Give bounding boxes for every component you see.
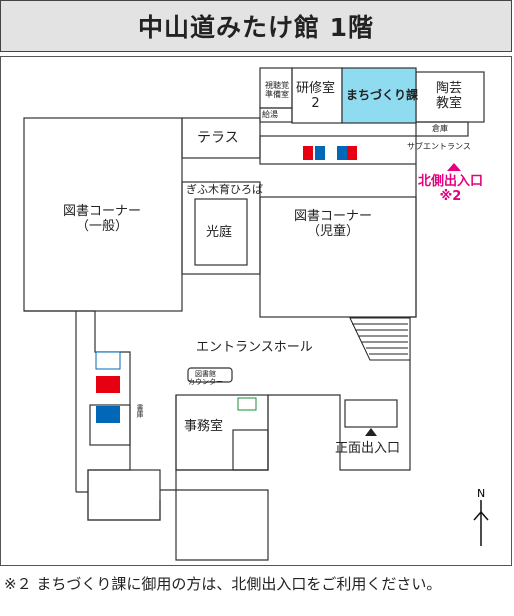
footnote: ※２ まちづくり課に御用の方は、北側出入口をご利用ください。: [4, 575, 442, 593]
room-machizukuri: [341, 67, 417, 124]
wall-south-mid: [160, 470, 269, 561]
main-entrance-label: 正面出入口: [335, 441, 401, 456]
kyuto-label: 給湯: [262, 110, 278, 119]
wall-east: [409, 164, 417, 400]
room-counter: [187, 367, 233, 383]
terrace-label: テラス: [197, 130, 239, 146]
courtyard-label: 光庭: [206, 225, 233, 240]
north-arrow-icon: [473, 500, 489, 546]
office-label: 事務室: [184, 419, 224, 434]
wall-west: [24, 310, 77, 492]
wall-south-east: [268, 394, 411, 471]
toilet-icons-north: [303, 146, 357, 160]
library-children-label: 図書コーナー（児童）: [294, 209, 373, 239]
room-entrance-vestibule: [344, 399, 398, 428]
library-counter-label: 図書館カウンター: [188, 370, 223, 387]
wood-plaza-label: ぎふ木育ひろば: [186, 183, 263, 196]
entrance-arrow-icon: [365, 428, 377, 436]
north-entrance-arrow-icon: [447, 163, 461, 171]
machizukuri-label: まちづくり課: [346, 88, 419, 102]
north-entrance-label: 北側出入口※2: [418, 174, 484, 204]
pottery-label: 陶芸教室: [436, 81, 463, 111]
entrance-hall-label: エントランスホール: [196, 340, 313, 355]
map-title: 中山道みたけ館 1階: [137, 13, 375, 42]
library-general-label: 図書コーナー（一般）: [63, 204, 142, 234]
room-misc-2: [89, 404, 131, 446]
male-icon: [96, 406, 120, 423]
female-icon: [96, 376, 120, 393]
room-corridor-north: [259, 135, 417, 165]
storage-label: 書庫: [136, 404, 145, 418]
title-bar: 中山道みたけ館 1階: [0, 0, 512, 52]
accessible-icon: [95, 351, 121, 370]
room-misc-3: [87, 469, 161, 521]
warehouse-label: 倉庫: [432, 124, 448, 133]
compass-label: N: [477, 487, 485, 500]
wall-toilet-block: [76, 310, 131, 492]
room-misc-1: [232, 429, 269, 471]
av-room-label: 視聴覚準備室: [265, 81, 289, 100]
emergency-exit-icon: [237, 397, 257, 411]
room-courtyard: [194, 198, 248, 266]
sub-entrance-label: サブエントランス: [407, 142, 471, 151]
room-warehouse: [415, 121, 469, 137]
stairs: [349, 317, 411, 361]
